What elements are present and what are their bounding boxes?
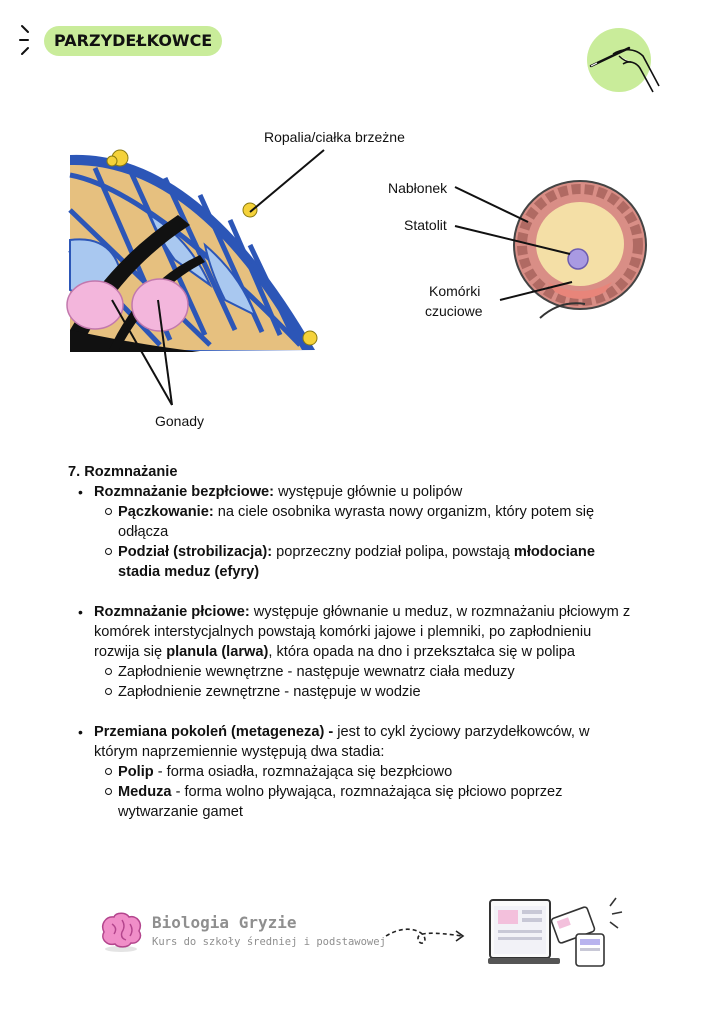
- list-item-sexual: Rozmnażanie płciowe: występuje głównanie…: [68, 602, 668, 622]
- section-heading: 7. Rozmnażanie: [68, 464, 178, 480]
- list-item-meduza: Meduza - forma wolno pływająca, rozmnaża…: [68, 782, 668, 822]
- jellyfish-quarter-illustration: [66, 149, 318, 352]
- list-item-metagenesis-continued: którym naprzemiennie występują dwa stadi…: [94, 744, 385, 760]
- curly-arrow-icon: [385, 928, 465, 944]
- list-item-budding: Pączkowanie: na ciele osobnika wyrasta n…: [68, 502, 668, 542]
- brand-name: Biologia Gryzie: [152, 913, 297, 932]
- list-item-sexual-continued: komórek interstycjalnych powstają komórk…: [94, 624, 592, 660]
- label-czuciowe: czuciowe: [425, 303, 483, 319]
- hand-writing-icon: [587, 28, 660, 93]
- list-item-polip: Polip - forma osiadła, rozmnażająca się …: [68, 762, 668, 782]
- label-statolit: Statolit: [404, 217, 447, 233]
- reproduction-section: 7. Rozmnażanie Rozmnażanie bezpłciowe: w…: [68, 462, 668, 822]
- label-gonady: Gonady: [155, 413, 205, 429]
- sparkle-icon: [19, 25, 29, 55]
- brain-icon: [102, 912, 142, 952]
- label-komorki: Komórki: [429, 283, 481, 299]
- page-title: PARZYDEŁKOWCE: [44, 26, 223, 56]
- devices-icon: [488, 897, 623, 967]
- list-item-metagenesis: Przemiana pokoleń (metageneza) - jest to…: [68, 722, 668, 742]
- label-nablonek: Nabłonek: [388, 180, 448, 196]
- list-item-division: Podział (strobilizacja): poprzeczny podz…: [68, 542, 668, 582]
- label-ropalia: Ropalia/ciałka brzeżne: [264, 129, 405, 145]
- brand-subtitle: Kurs do szkoły średniej i podstawowej: [152, 936, 386, 948]
- statocyst-illustration: [513, 180, 647, 319]
- list-item-internal-fertilization: Zapłodnienie wewnętrzne - następuje wewn…: [68, 662, 668, 682]
- list-item-external-fertilization: Zapłodnienie zewnętrzne - następuje w wo…: [68, 682, 668, 702]
- list-item-asexual: Rozmnażanie bezpłciowe: występuje główni…: [68, 482, 668, 502]
- jellyfish-anatomy-diagram: [66, 149, 647, 406]
